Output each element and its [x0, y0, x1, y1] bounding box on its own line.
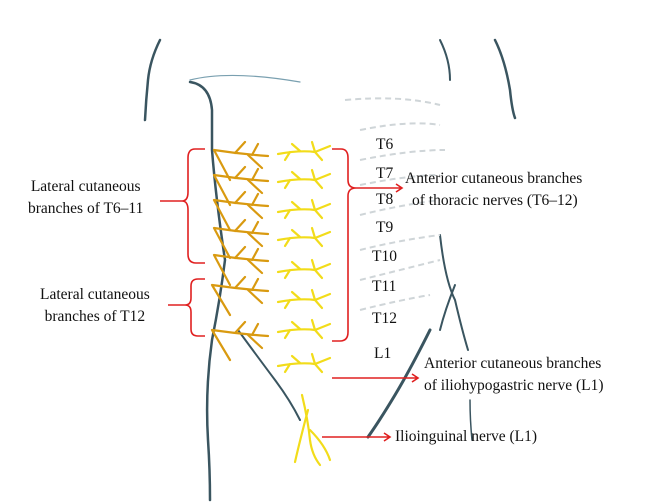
lateral-branch: [210, 275, 270, 317]
anterior-branch: [276, 140, 332, 162]
lateral-branch: [212, 245, 270, 287]
lateral-branch: [212, 190, 270, 232]
label-line: Lateral cutaneous: [40, 286, 150, 303]
lateral-branch: [210, 320, 270, 362]
label-lateral-t12: Lateral cutaneous branches of T12: [40, 284, 150, 328]
anterior-branch: [276, 318, 332, 340]
lateral-cutaneous-branches: [210, 140, 270, 362]
segment-label: L1: [374, 345, 392, 362]
label-line: branches of T12: [44, 308, 146, 325]
brackets-and-arrows: [160, 148, 420, 442]
segment-label: T6: [376, 136, 394, 153]
anterior-branch: [276, 198, 332, 220]
anterior-branch: [276, 288, 332, 310]
label-anterior-iliohypogastric: Anterior cutaneous branches of iliohypog…: [424, 353, 603, 397]
arrow-ilioinguinal: [322, 432, 392, 442]
bracket-anterior: [332, 148, 357, 342]
label-line: Lateral cutaneous: [30, 178, 141, 195]
anterior-branch: [276, 352, 332, 374]
label-line: Anterior cutaneous branches: [424, 355, 602, 372]
lateral-branch: [212, 218, 270, 260]
segment-label: T10: [372, 248, 397, 265]
segment-label: T11: [372, 278, 397, 295]
label-lateral-t6-11: Lateral cutaneous branches of T6–11: [28, 176, 143, 220]
anterior-branch: [276, 258, 332, 280]
lateral-branch: [212, 140, 270, 182]
arrow-anterior-thoracic: [356, 183, 404, 193]
ilioinguinal-nerve: [293, 393, 332, 467]
anterior-branch: [276, 168, 332, 190]
bracket-lateral-t6-11: [181, 148, 205, 264]
label-anterior-thoracic: Anterior cutaneous branches of thoracic …: [405, 168, 582, 212]
anterior-cutaneous-branches: [276, 140, 332, 374]
lateral-branch: [212, 165, 270, 207]
label-line: branches of T6–11: [28, 200, 144, 217]
label-line: of thoracic nerves (T6–12): [412, 192, 578, 209]
segment-label: T12: [372, 310, 397, 327]
label-line: Anterior cutaneous branches: [405, 170, 583, 187]
segment-label: T8: [376, 191, 394, 208]
segment-label: T9: [376, 219, 394, 236]
rib-shading: [344, 97, 446, 311]
body-outline: [143, 38, 517, 502]
bracket-lateral-t12: [184, 278, 205, 337]
anterior-branch: [276, 226, 332, 248]
segment-label: T7: [376, 165, 394, 182]
label-line: of iliohypogastric nerve (L1): [424, 377, 604, 394]
arrow-iliohypogastric: [332, 373, 420, 383]
label-ilioinguinal: Ilioinguinal nerve (L1): [395, 428, 538, 445]
